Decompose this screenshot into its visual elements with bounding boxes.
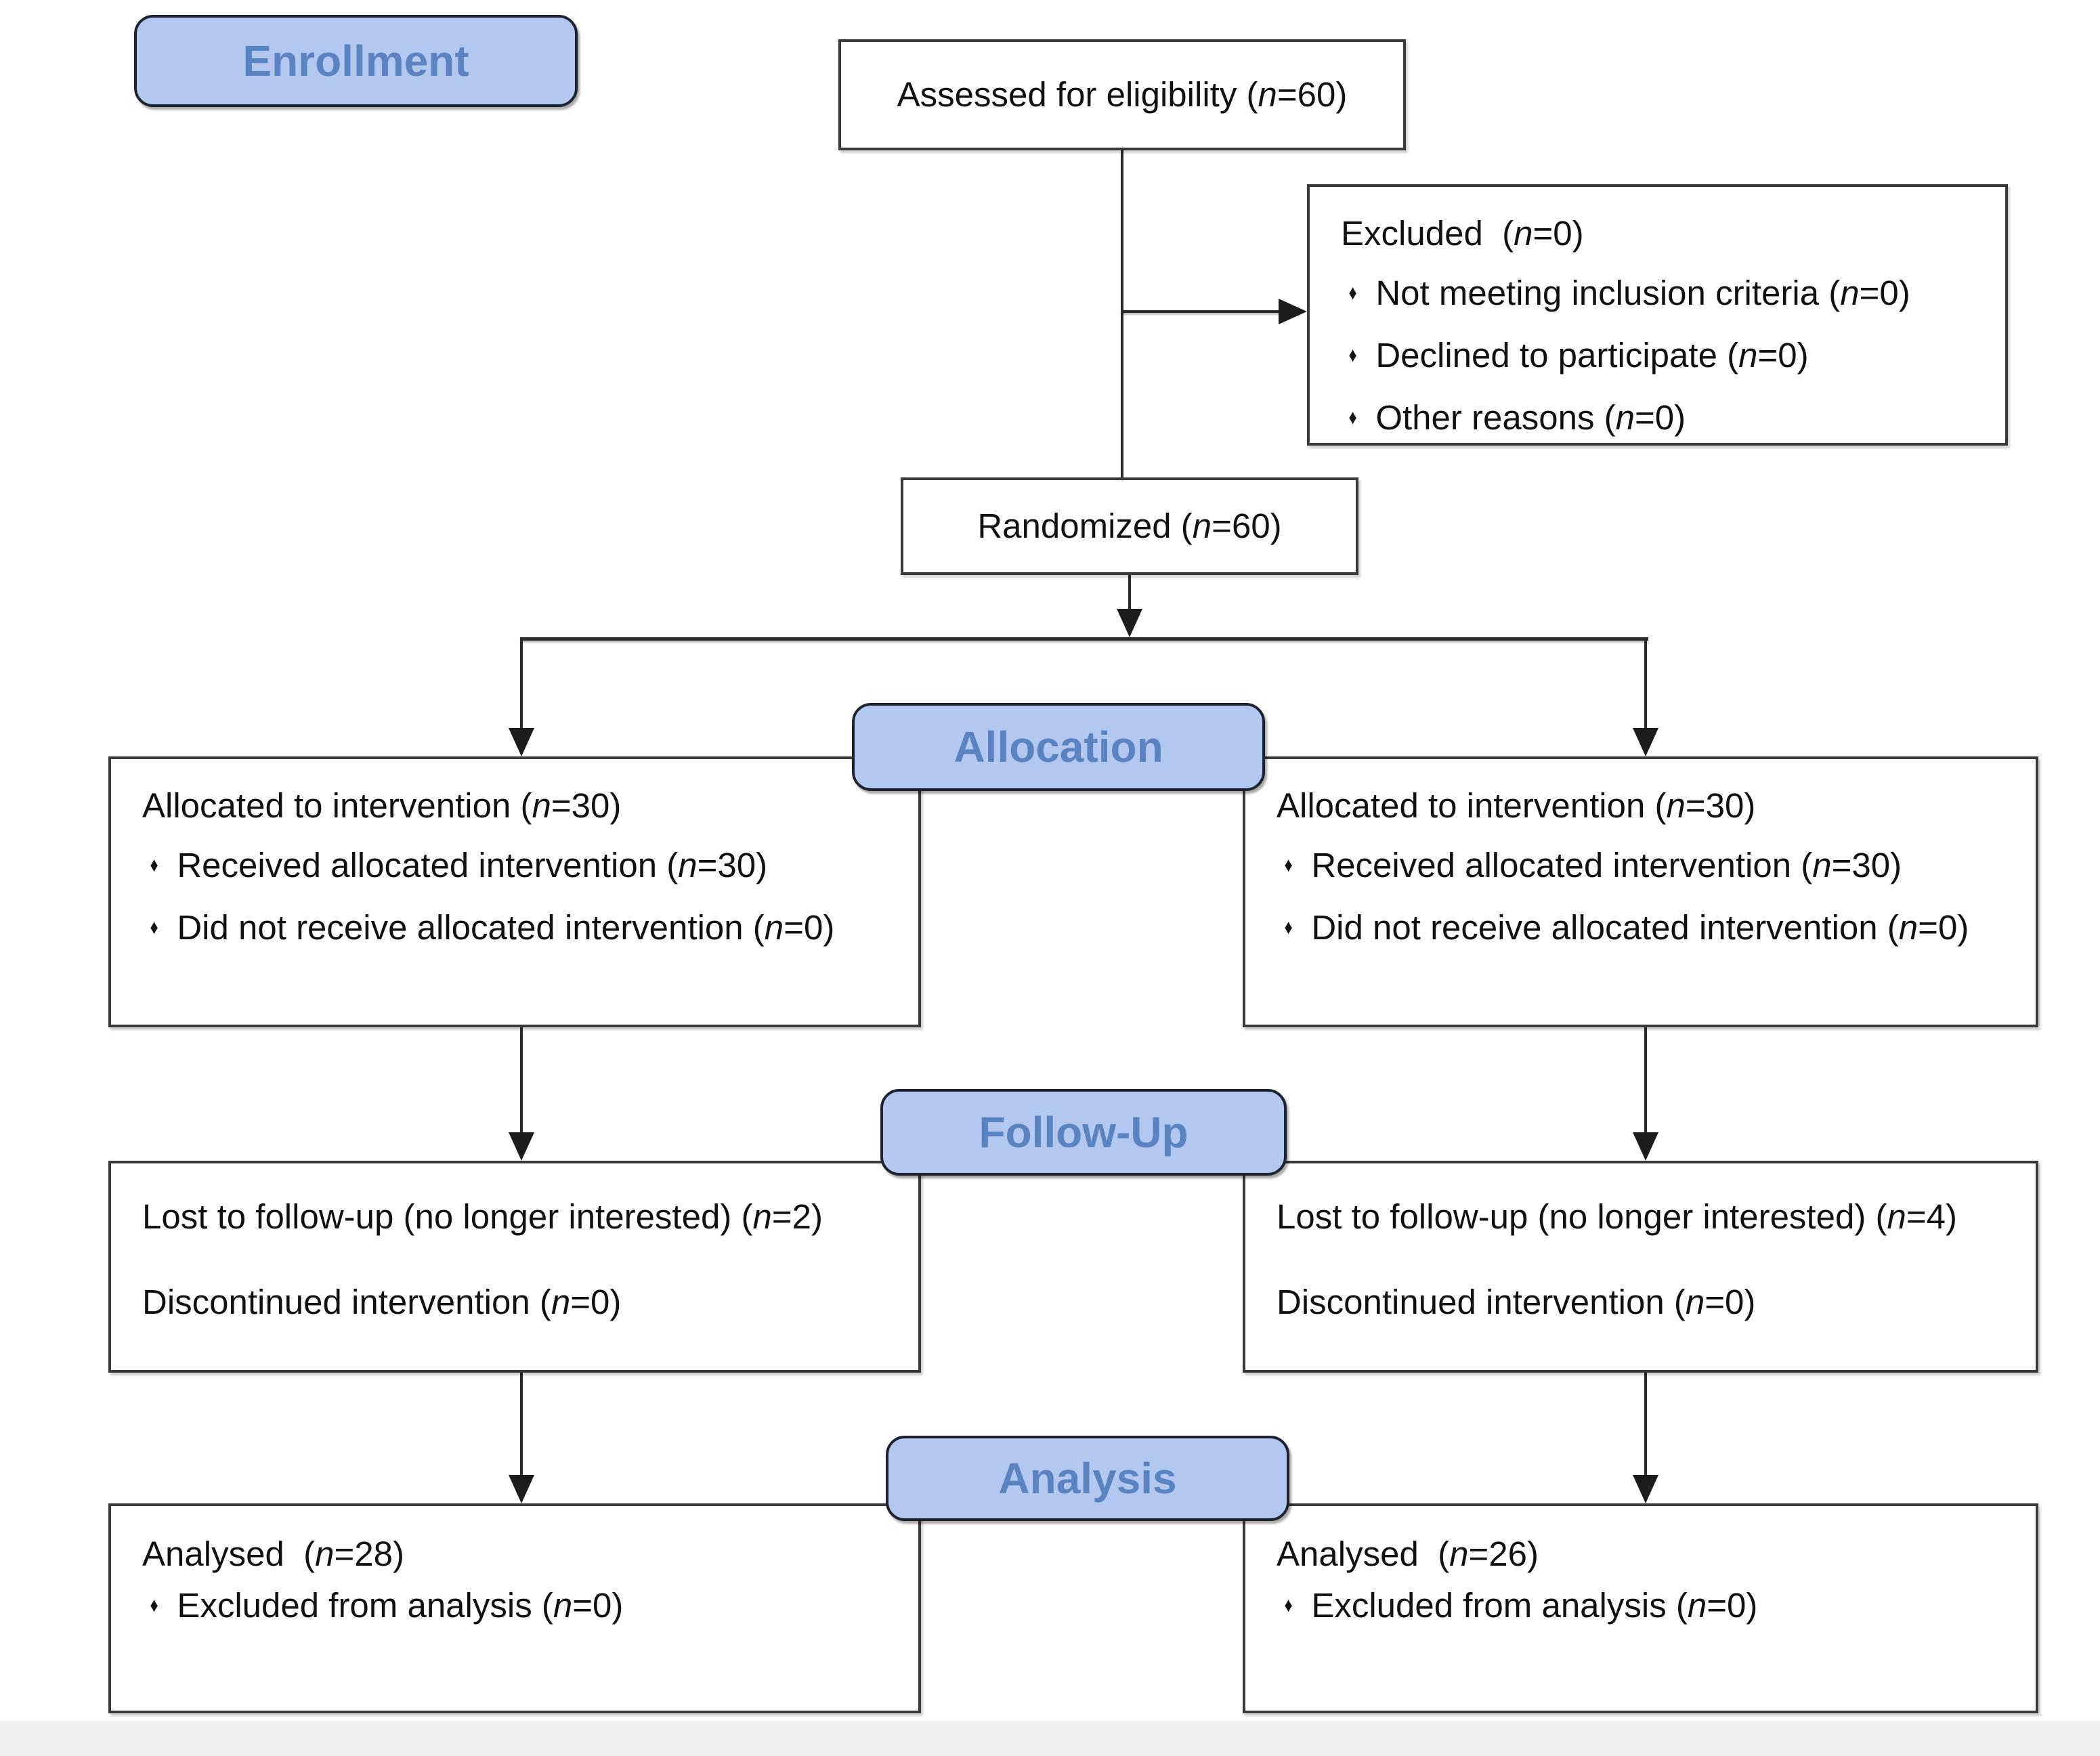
followup-line: Discontinued intervention (n=0)	[1277, 1283, 1756, 1321]
bullet-item: ♦ Received allocated intervention (n=30)	[149, 844, 905, 886]
stage-label-text: Analysis	[998, 1454, 1177, 1503]
connector-allocright-to-furight	[1644, 1027, 1647, 1132]
bullet-text: Did not receive allocated intervention (…	[1311, 908, 1969, 947]
bullet-text: Received allocated intervention (n=30)	[1311, 846, 1902, 884]
diamond-bullet-icon: ♦	[1284, 854, 1293, 876]
diamond-bullet-icon: ♦	[150, 1594, 158, 1616]
box-title: Excluded (n=0)	[1341, 214, 1584, 253]
diamond-bullet-icon: ♦	[1348, 406, 1357, 429]
diamond-bullet-icon: ♦	[1284, 916, 1293, 939]
stage-label-followup: Follow-Up	[880, 1089, 1287, 1176]
connector-assessed-to-randomized	[1121, 150, 1123, 477]
allocation-box-right: Allocated to intervention (n=30) ♦ Recei…	[1243, 756, 2038, 1027]
arrow-down-icon	[509, 728, 534, 756]
analysis-box-left: Analysed (n=28) ♦ Excluded from analysis…	[108, 1503, 921, 1713]
diamond-bullet-icon: ♦	[1284, 1594, 1293, 1616]
connector-randomized-down	[1128, 575, 1131, 613]
allocation-box-left: Allocated to intervention (n=30) ♦ Recei…	[108, 756, 921, 1027]
bullet-text: Other reasons (n=0)	[1375, 398, 1686, 437]
bullet-item: ♦ Did not receive allocated intervention…	[1283, 907, 2022, 949]
analysis-box-right: Analysed (n=26) ♦ Excluded from analysis…	[1243, 1503, 2038, 1713]
connector-furight-to-anright	[1644, 1373, 1647, 1475]
diamond-bullet-icon: ♦	[1348, 282, 1357, 304]
bullet-item: ♦ Not meeting inclusion criteria (n=0)	[1348, 272, 1992, 314]
followup-box-left: Lost to follow-up (no longer interested)…	[108, 1161, 921, 1373]
bullet-item: ♦ Declined to participate (n=0)	[1348, 335, 1992, 377]
diamond-bullet-icon: ♦	[150, 916, 158, 939]
arrow-down-icon	[509, 1475, 534, 1503]
stage-label-text: Follow-Up	[979, 1108, 1188, 1157]
stage-label-allocation: Allocation	[852, 703, 1265, 791]
box-title: Allocated to intervention (n=30)	[1277, 786, 1756, 825]
bullet-text: Excluded from analysis (n=0)	[1311, 1586, 1758, 1625]
bullet-text: Did not receive allocated intervention (…	[177, 908, 835, 947]
assessed-box: Assessed for eligibility (n=60)	[838, 39, 1406, 150]
bullet-item: ♦ Other reasons (n=0)	[1348, 397, 1992, 439]
box-title: Analysed (n=26)	[1277, 1535, 1539, 1573]
bullet-text: Received allocated intervention (n=30)	[177, 846, 768, 884]
bullet-item: ♦ Received allocated intervention (n=30)	[1283, 844, 2022, 886]
stage-label-text: Allocation	[953, 723, 1163, 771]
bullet-item: ♦ Did not receive allocated intervention…	[149, 907, 905, 949]
connector-branch-left	[520, 637, 523, 728]
connector-branch-horizontal	[520, 637, 1648, 641]
assessed-text: Assessed for eligibility (n=60)	[897, 75, 1348, 114]
bullet-item: ♦ Excluded from analysis (n=0)	[1283, 1585, 2022, 1627]
followup-box-right: Lost to follow-up (no longer interested)…	[1243, 1161, 2038, 1373]
randomized-text: Randomized (n=60)	[977, 507, 1282, 545]
followup-line: Lost to follow-up (no longer interested)…	[1277, 1197, 1957, 1236]
excluded-box: Excluded (n=0) ♦ Not meeting inclusion c…	[1307, 184, 2008, 446]
arrow-down-icon	[509, 1132, 534, 1161]
followup-line: Lost to follow-up (no longer interested)…	[142, 1197, 823, 1236]
box-title: Analysed (n=28)	[142, 1535, 404, 1573]
arrow-right-icon	[1279, 299, 1307, 324]
arrow-down-icon	[1633, 1132, 1658, 1161]
stage-label-enrollment: Enrollment	[134, 15, 578, 107]
bullet-text: Declined to participate (n=0)	[1375, 336, 1809, 374]
connector-branch-right	[1644, 637, 1647, 728]
stage-label-text: Enrollment	[242, 37, 469, 85]
bullet-item: ♦ Excluded from analysis (n=0)	[149, 1585, 905, 1627]
randomized-box: Randomized (n=60)	[901, 477, 1358, 575]
stage-label-analysis: Analysis	[886, 1436, 1289, 1521]
arrow-down-icon	[1633, 1475, 1658, 1503]
followup-line: Discontinued intervention (n=0)	[142, 1283, 622, 1321]
diamond-bullet-icon: ♦	[1348, 344, 1357, 366]
bullet-text: Not meeting inclusion criteria (n=0)	[1375, 274, 1910, 312]
arrow-down-icon	[1633, 728, 1658, 756]
bullet-text: Excluded from analysis (n=0)	[177, 1586, 624, 1625]
diamond-bullet-icon: ♦	[150, 854, 158, 876]
box-title: Allocated to intervention (n=30)	[142, 786, 622, 825]
bottom-gray-strip	[0, 1721, 2100, 1756]
arrow-down-icon	[1117, 609, 1142, 637]
connector-to-excluded	[1121, 310, 1280, 313]
connector-fuleft-to-anleft	[520, 1373, 523, 1475]
connector-allocleft-to-fuleft	[520, 1027, 523, 1132]
